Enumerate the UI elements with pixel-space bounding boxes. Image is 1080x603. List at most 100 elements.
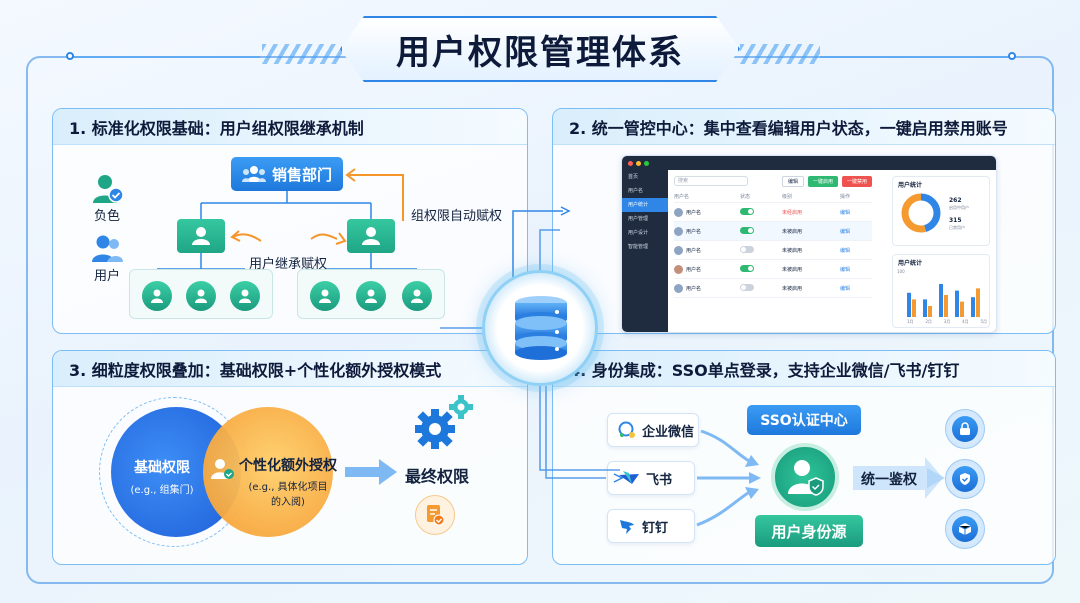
gear-icon [415, 395, 473, 449]
user-icon [92, 235, 123, 262]
member-user-icon [230, 281, 260, 311]
dashboard-mockup: 首页 用户名 用户统计 用户管理 用户设计 智能管理 搜索 编辑 一键启用 一键… [621, 155, 997, 333]
unified-auth-label: 统一鉴权 [861, 472, 917, 488]
status-toggle[interactable] [740, 226, 754, 234]
extra-permission-text: 个性化额外授权 (e.g., 具体化项目 的入阅) [239, 458, 337, 508]
bar-orange [976, 288, 980, 317]
panel-group-inheritance: 1. 标准化权限基础：用户组权限继承机制 负色 用户 销售部门 [52, 108, 528, 334]
sidebar-item[interactable]: 首页 [628, 174, 639, 180]
avatar [674, 283, 683, 293]
final-permission-label: 最终权限 [405, 467, 470, 486]
stats-card: 用户统计 262 启用中用户 315 已禁用户 [892, 176, 990, 246]
avatar [674, 264, 683, 274]
bar-ymax: 100 [897, 269, 905, 274]
member-user-icon [142, 281, 172, 311]
member-user-icon [310, 281, 340, 311]
search-input[interactable]: 搜索 [674, 176, 748, 186]
stat1-value: 262 [949, 197, 962, 204]
user-shield-icon [788, 460, 824, 496]
panel-control-center: 2. 统一管控中心：集中查看编辑用户状态，一键启用禁用账号 首页 用户名 用户统… [512, 108, 1056, 334]
table-row[interactable]: 用户名 未被启用 编辑 [674, 260, 872, 279]
connector-to-dashboard [512, 206, 571, 299]
edit-button[interactable]: 编辑 [781, 175, 804, 187]
overlap-user-icon [211, 459, 234, 479]
table-header: 用户名 状态 级别 操作 [674, 191, 872, 203]
bar-blue [939, 284, 943, 317]
source-dingtalk[interactable]: 钉钉 [607, 509, 695, 543]
title-line-left [70, 56, 260, 58]
title-stripes-right [740, 44, 820, 64]
avatar [674, 226, 683, 236]
doc-check-badge [415, 495, 455, 535]
status-toggle[interactable] [740, 207, 754, 215]
sidebar-item[interactable]: 用户设计 [628, 230, 649, 236]
dashboard-table-area: 搜索 编辑 一键启用 一键禁用 用户名 状态 级别 操作 用户名 未经启用 编辑… [668, 170, 878, 332]
member-user-icon [402, 281, 432, 311]
lock-icon [960, 422, 970, 435]
enable-all-button[interactable]: 一键启用 [807, 175, 838, 187]
cube-badge [945, 509, 985, 549]
dashboard-sidebar: 首页 用户名 用户统计 用户管理 用户设计 智能管理 [622, 170, 668, 332]
panel-permission-overlay: 3. 细粒度权限叠加：基础权限+个性化额外授权模式 基础权限 (e.g., 组集… [52, 350, 528, 565]
disable-all-button[interactable]: 一键禁用 [841, 175, 872, 187]
member-user-icon [186, 281, 216, 311]
database-icon [515, 296, 567, 360]
sidebar-item[interactable]: 用户名 [628, 188, 644, 194]
lock-badge [945, 409, 985, 449]
title-dot-right [1008, 52, 1016, 60]
table-row[interactable]: 用户名 未经启用 编辑 [674, 203, 872, 222]
arrow-right-icon [345, 459, 397, 485]
sidebar-item[interactable]: 智能管理 [628, 244, 649, 250]
panel1-heading: 1. 标准化权限基础：用户组权限继承机制 [53, 109, 527, 145]
bar-blue [923, 299, 927, 317]
title-dot-left [66, 52, 74, 60]
source-wecom[interactable]: 企业微信 [607, 413, 699, 447]
table-row[interactable]: 用户名 未被启用 编辑 [674, 222, 872, 241]
cube-icon [958, 523, 972, 535]
status-toggle[interactable] [740, 283, 754, 291]
team-icon [241, 166, 266, 182]
bar-blue [907, 292, 911, 317]
wecom-icon [618, 421, 635, 438]
title-banner: 用户权限管理体系 [340, 16, 740, 82]
shield-check-icon [960, 473, 970, 485]
group-icon [192, 227, 210, 245]
title-line-right [820, 56, 1010, 58]
dashboard-titlebar [622, 156, 996, 170]
shield-badge [945, 459, 985, 499]
group-node-right [347, 219, 395, 253]
stats-title: 用户统计 [898, 182, 923, 189]
avatar [674, 207, 683, 217]
base-permission-text: 基础权限 (e.g., 组集门) [130, 460, 194, 496]
stat2-label: 已禁用户 [949, 225, 965, 230]
identity-hub [771, 443, 839, 511]
document-check-icon [427, 505, 445, 526]
group-node-left [177, 219, 225, 253]
dingtalk-icon [620, 520, 634, 534]
bar-orange [912, 299, 916, 317]
sidebar-item-active[interactable]: 用户统计 [622, 198, 668, 212]
table-row[interactable]: 用户名 未被启用 编辑 [674, 241, 872, 260]
panel3-heading: 3. 细粒度权限叠加：基础权限+个性化额外授权模式 [53, 351, 527, 387]
stat1-label: 启用中用户 [949, 205, 969, 210]
member-user-icon [356, 281, 386, 311]
panel-identity-integration: 4. 身份集成：SSO单点登录，支持企业微信/飞书/钉钉 企业微信 飞书 钉钉 [552, 350, 1056, 565]
bar-chart-title: 用户统计 [898, 260, 923, 267]
table-row[interactable]: 用户名 未被启用 编辑 [674, 279, 872, 298]
status-toggle[interactable] [740, 245, 754, 253]
bar-blue [971, 297, 975, 317]
inherit-label: 用户继承赋权 [249, 257, 328, 272]
dept-node: 销售部门 [231, 157, 343, 191]
bar-orange [960, 301, 964, 317]
panel4-heading: 4. 身份集成：SSO单点登录，支持企业微信/飞书/钉钉 [553, 351, 1055, 387]
identity-source-badge: 用户身份源 [755, 515, 863, 547]
sso-connectors [696, 429, 945, 527]
role-owner-label: 负色 [94, 209, 121, 224]
status-toggle[interactable] [740, 264, 754, 272]
sidebar-item[interactable]: 用户管理 [628, 216, 649, 222]
auto-grant-label: 组权限自动赋权 [411, 209, 503, 224]
dept-label: 销售部门 [271, 165, 332, 184]
group-icon [362, 227, 380, 245]
